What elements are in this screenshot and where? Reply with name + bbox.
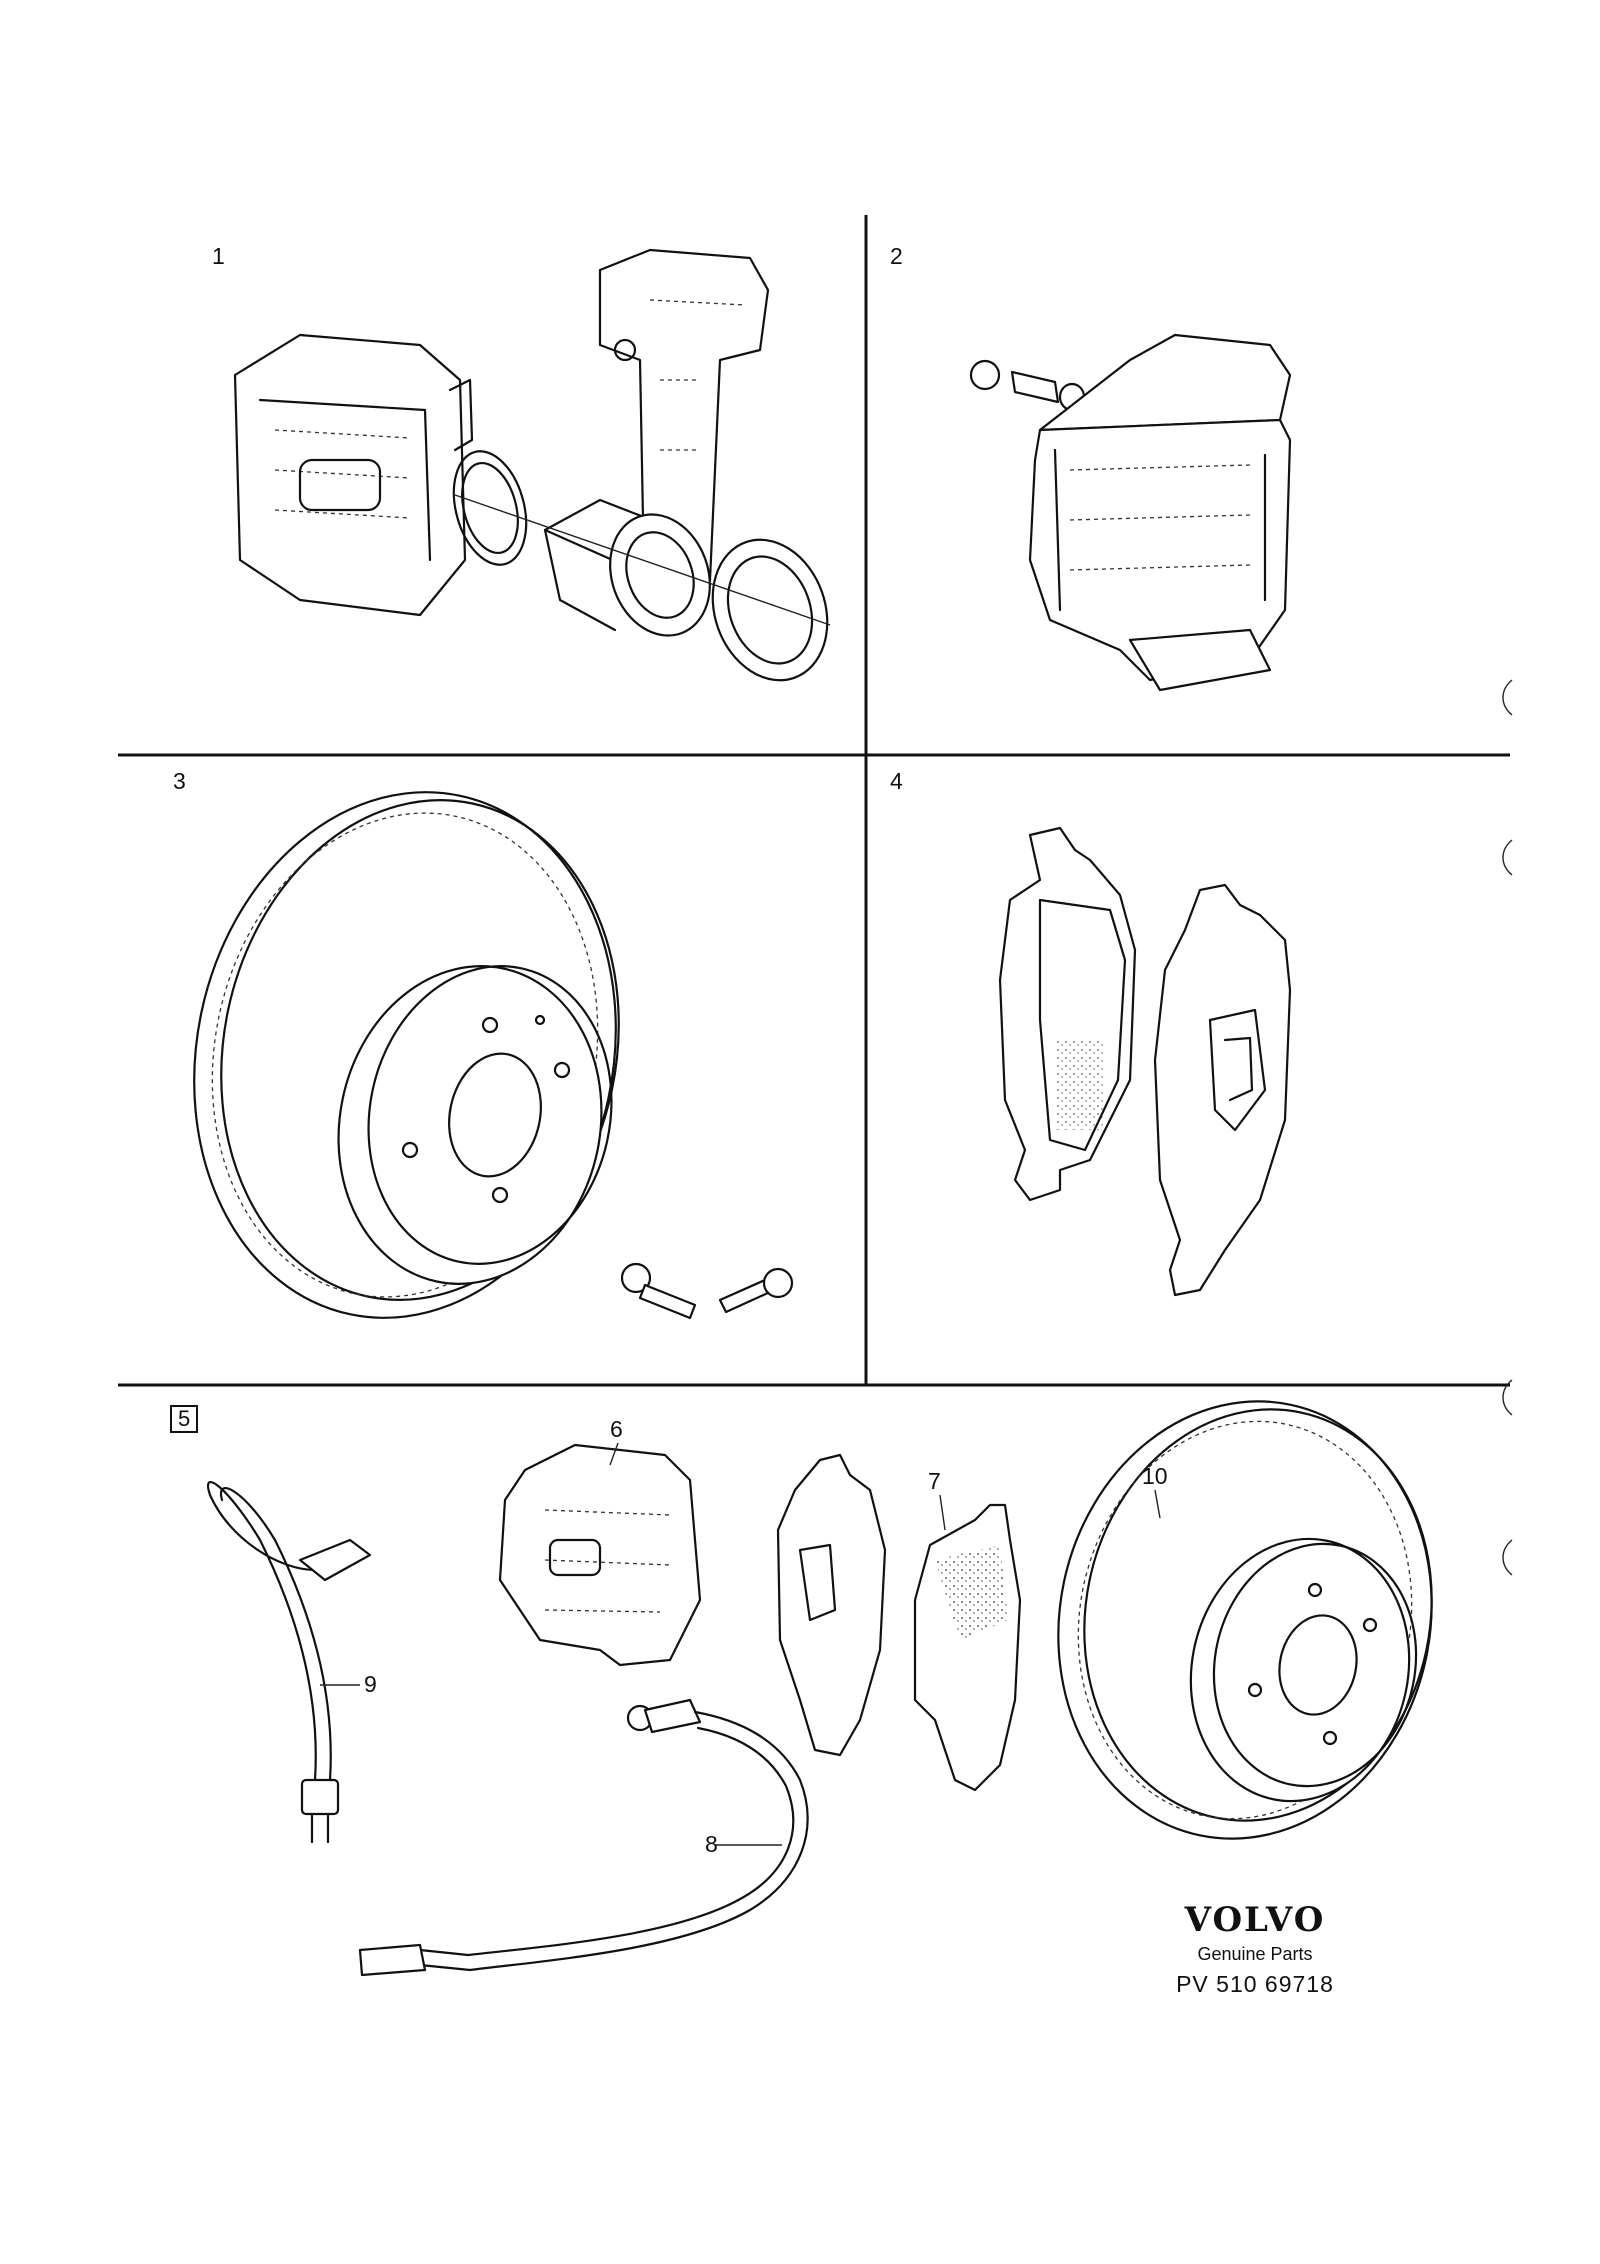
seal-ring-icon bbox=[452, 450, 528, 566]
brake-caliper-icon bbox=[233, 333, 474, 617]
brand-block: VOLVO Genuine Parts PV 510 69718 bbox=[1160, 1900, 1350, 1998]
margin-marks bbox=[1502, 679, 1513, 1576]
volvo-logo: VOLVO bbox=[1184, 1900, 1326, 1940]
brake-caliper-icon bbox=[1028, 333, 1292, 692]
seal-ring-icon bbox=[711, 538, 829, 682]
brake-hose-icon bbox=[358, 1698, 809, 1977]
brake-pad-icon bbox=[913, 1503, 1022, 1792]
panel-1-art bbox=[233, 248, 831, 682]
panel-label-3: 3 bbox=[173, 768, 186, 794]
brake-pad-icon bbox=[1153, 883, 1292, 1297]
panel-4-art bbox=[998, 826, 1292, 1297]
callout-10: 10 bbox=[1142, 1463, 1168, 1489]
panel-label-1: 1 bbox=[212, 243, 225, 269]
panel-3-art bbox=[193, 791, 794, 1320]
panel-label-4: 4 bbox=[890, 768, 903, 794]
brake-disc-icon bbox=[193, 791, 620, 1319]
grid-lines bbox=[118, 215, 1510, 1387]
panel-5-art bbox=[207, 1400, 1433, 1977]
callout-9: 9 bbox=[364, 1671, 377, 1697]
brake-pad-icon bbox=[776, 1453, 887, 1757]
callout-8: 8 bbox=[705, 1831, 718, 1857]
part-code: PV 510 69718 bbox=[1176, 1971, 1334, 1997]
brand-subtitle: Genuine Parts bbox=[1197, 1944, 1313, 1964]
piston-icon bbox=[543, 498, 711, 637]
brake-caliper-icon bbox=[498, 1443, 702, 1667]
bleed-screw-icon bbox=[969, 359, 1086, 412]
panel-2-art bbox=[969, 333, 1292, 692]
brake-pad-icon bbox=[998, 826, 1137, 1202]
callout-7: 7 bbox=[928, 1468, 941, 1494]
callout-6: 6 bbox=[610, 1416, 623, 1442]
wheel-bolt-icon bbox=[620, 1262, 697, 1320]
brake-disc-icon bbox=[1057, 1400, 1433, 1840]
panel-label-2: 2 bbox=[890, 243, 903, 269]
wheel-bolt-icon bbox=[718, 1267, 794, 1314]
panel-label-5: 5 bbox=[170, 1405, 199, 1433]
brake-hose-icon bbox=[207, 1481, 372, 1844]
caliper-bracket-icon bbox=[598, 248, 770, 627]
